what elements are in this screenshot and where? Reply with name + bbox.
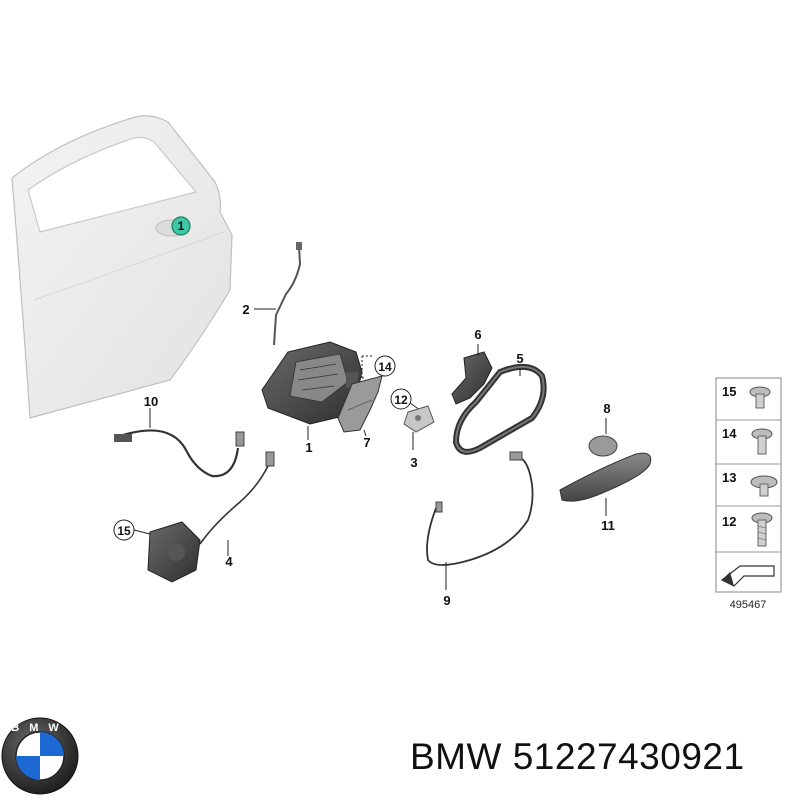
callout-8: 8 xyxy=(603,401,610,416)
part-3-striker xyxy=(403,405,435,433)
callout-1: 1 xyxy=(305,440,312,455)
callout-2: 2 xyxy=(242,302,249,317)
screw-15-icon xyxy=(749,386,771,409)
callout-5: 5 xyxy=(516,351,523,366)
fastener-legend: 15 14 13 12 xyxy=(715,377,782,593)
legend-label-15: 15 xyxy=(722,384,736,399)
diagram-number: 495467 xyxy=(730,599,767,611)
callout-7: 7 xyxy=(363,435,370,450)
callout-11: 11 xyxy=(601,518,615,533)
door-callout-label: 1 xyxy=(178,219,185,233)
bmw-logo: BMW xyxy=(1,717,79,795)
screw-12-icon xyxy=(751,512,773,547)
legend-label-13: 13 xyxy=(722,470,736,485)
part-8-lock-cap xyxy=(588,435,618,457)
screw-13-icon xyxy=(750,475,778,497)
callout-10: 10 xyxy=(144,394,158,409)
part-6-bracket xyxy=(451,351,493,405)
part-number: 51227430921 xyxy=(512,736,745,777)
part-9-cable xyxy=(426,451,534,566)
legend-label-14: 14 xyxy=(722,426,737,441)
actuator-unit xyxy=(147,521,201,583)
part-7-cover xyxy=(337,375,383,433)
callout-6: 6 xyxy=(474,327,481,342)
callout-15: 15 xyxy=(117,524,131,538)
part-4-cable xyxy=(199,451,275,545)
rear-door-shell xyxy=(11,115,233,419)
footer-part-label: BMW 51227430921 xyxy=(410,736,745,778)
part-11-outer-handle xyxy=(559,452,652,502)
door-callout-badge: 1 xyxy=(171,216,191,236)
part-5-handle-carrier xyxy=(452,363,547,455)
direction-arrow-icon xyxy=(720,565,775,587)
callout-4: 4 xyxy=(225,554,233,569)
legend-label-12: 12 xyxy=(722,514,736,529)
logo-letters: BMW xyxy=(11,722,69,734)
screw-14-icon xyxy=(751,428,773,455)
callout-14: 14 xyxy=(378,360,392,374)
part-10-cable xyxy=(114,429,245,478)
callout-9: 9 xyxy=(443,593,450,608)
part-2-rod xyxy=(273,242,302,346)
callout-12: 12 xyxy=(394,393,408,407)
callout-3: 3 xyxy=(410,455,417,470)
part-1-door-lock xyxy=(261,341,363,425)
brand-name: BMW xyxy=(410,736,502,777)
